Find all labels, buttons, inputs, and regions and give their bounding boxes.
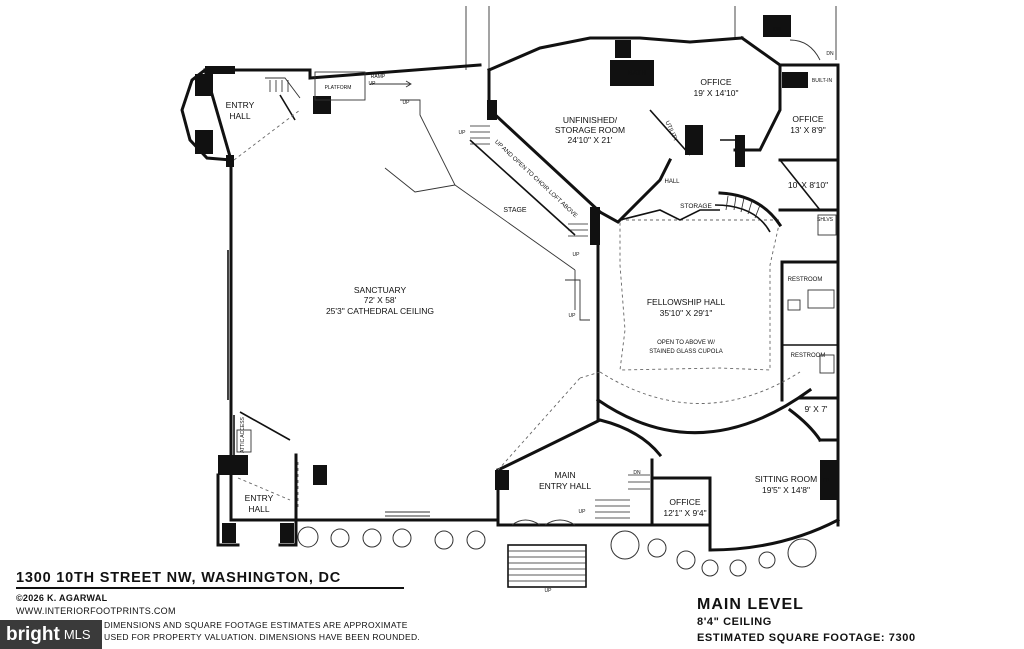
dn-label-3: DN [633,470,641,476]
copyright-text: ©2026 K. AGARWAL [16,593,108,603]
fellowship-label: FELLOWSHIP HALL [647,297,726,307]
office3-dims: 12'1" X 9'4" [663,508,706,518]
unfinished-label-2: STORAGE ROOM [555,125,625,135]
entry-hall-top-walls [180,67,301,162]
bath-label: BATH [628,70,646,77]
up-label-6: UP [545,588,553,594]
dn-label-1: DN [773,27,781,33]
hall-label: HALL [664,179,680,185]
stage-label: STAGE [503,207,527,214]
fellowship-hall [595,191,813,435]
room-10x8-label: 10' X 8'10" [788,180,828,190]
office1-label: OFFICE [700,77,731,87]
square-footage: ESTIMATED SQUARE FOOTAGE: 7300 [697,632,916,644]
entry-hall-bottom-label-2: HALL [248,504,270,514]
fellowship-dims: 35'10" X 29'1" [660,308,713,318]
sanctuary-label: SANCTUARY [354,285,407,295]
entry-hall-bottom-label-1: ENTRY [245,493,274,503]
sitting-dims: 19'5" X 14'8" [762,485,810,495]
address-underline [16,587,404,589]
ramp-label: RAMP [371,74,386,80]
disclaimer-line-2: USED FOR PROPERTY VALUATION. DIMENSIONS … [104,632,421,642]
up-label-5: UP [579,509,587,515]
disclaimer-line-1: DIMENSIONS AND SQUARE FOOTAGE ESTIMATES … [104,620,408,630]
restroom2-label: RESTROOM [791,353,826,359]
office1-dims: 19' X 14'10" [693,88,738,98]
fireplace-label: FP [823,478,830,484]
entry-hall-top-label-2: HALL [229,111,251,121]
sitting-label: SITTING ROOM [755,474,817,484]
entry-hall-bottom-walls [216,411,298,547]
office3-label: OFFICE [669,497,700,507]
unfinished-room-walls [487,36,744,224]
restroom1-label: RESTROOM [788,277,823,283]
bright-mls-watermark: bright MLS [0,620,102,649]
website-text: WWW.INTERIORFOOTPRINTS.COM [16,606,176,616]
built-in-label: BUILT-IN [812,78,833,84]
exterior-stair [507,544,587,588]
attic-label: ATTIC ACCESS [240,416,246,452]
up-label-1: UP [459,130,467,136]
main-entry-walls [495,371,663,527]
office2-label: OFFICE [792,114,823,124]
level-title: MAIN LEVEL [697,596,804,613]
utility-label: UTILITY [663,120,678,143]
dn-label-2: DN [826,51,834,57]
stage-outline [297,99,590,510]
watermark-suffix: MLS [63,627,91,642]
room-9x7-label: 9' X 7' [804,404,827,414]
svg-text:UP: UP [369,81,377,87]
main-entry-label-1: MAIN [554,470,575,480]
up-label-4: UP [569,313,577,319]
platform-label: PLATFORM [325,85,352,91]
choir-loft-wall [469,100,603,245]
sanctuary-ceiling: 25'3" CATHEDRAL CEILING [326,306,434,316]
sanctuary-dims: 72' X 58' [364,295,397,305]
storage-label: STORAGE [680,203,712,210]
sanctuary-walls [203,63,509,543]
up-label-3: UP [573,252,581,258]
fellowship-note-2: STAINED GLASS CUPOLA [649,349,723,355]
main-entry-label-2: ENTRY HALL [539,481,591,491]
sitting-room-walls [650,407,841,552]
ceiling-height: 8'4" CEILING [697,616,772,628]
unfinished-dims: 24'10" X 21' [567,135,612,145]
up-label-2: UP [403,100,411,106]
landscape-trees [297,526,817,577]
unfinished-label-1: UNFINISHED/ [563,115,618,125]
property-address: 1300 10TH STREET NW, WASHINGTON, DC [16,570,342,586]
fellowship-note-1: OPEN TO ABOVE W/ [657,340,715,346]
shelves-label: SHLVS [817,217,834,223]
entry-hall-top-label-1: ENTRY [226,100,255,110]
watermark-name: bright [6,623,60,645]
restroom-walls [780,260,840,402]
platform-outline [314,71,366,101]
office2-dims: 13' X 8'9" [790,125,826,135]
